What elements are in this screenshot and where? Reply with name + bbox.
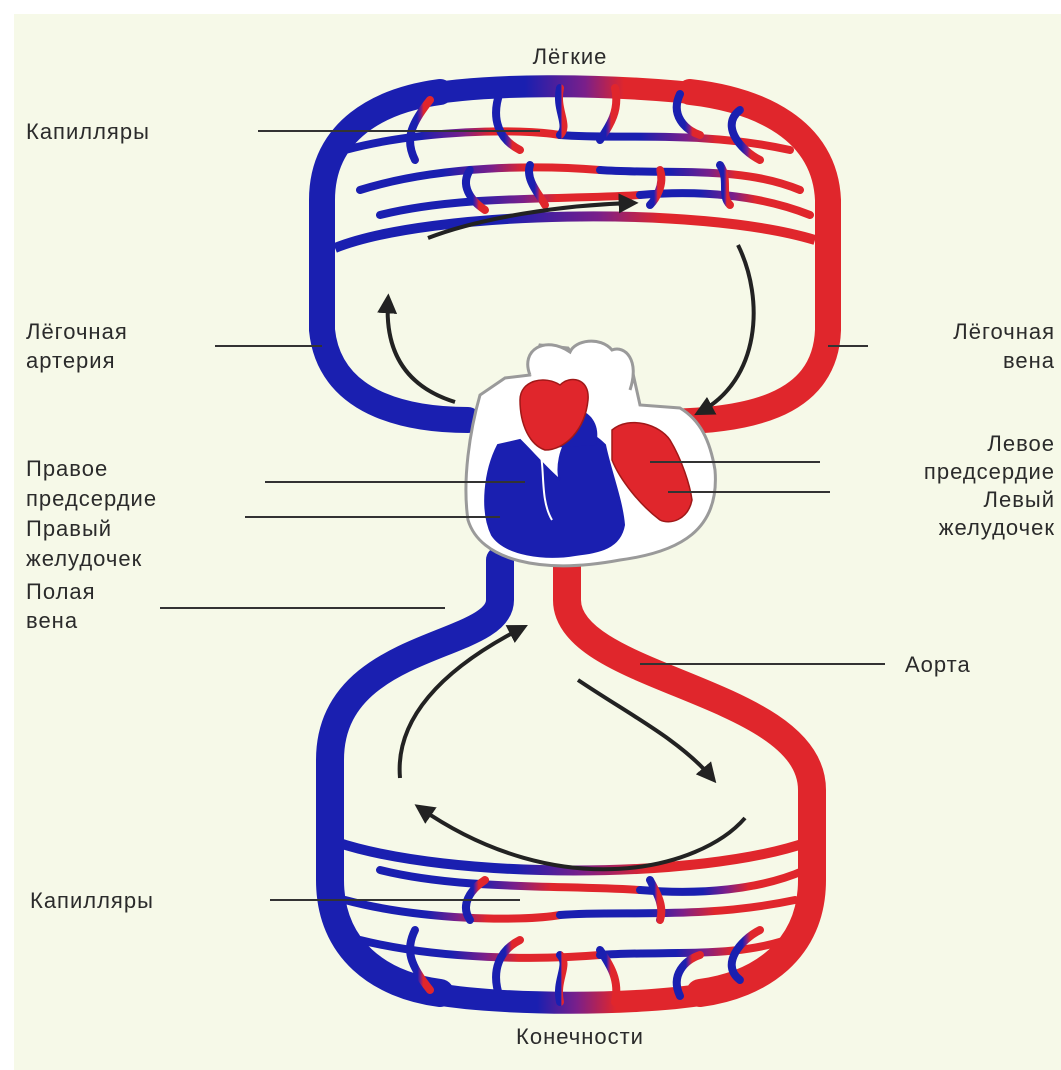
label-right-ventricle-line2: желудочек xyxy=(26,545,142,572)
label-lungs: Лёгкие xyxy=(490,43,650,70)
label-limbs: Конечности xyxy=(460,1023,700,1050)
label-right-ventricle-line1: Правый xyxy=(26,515,112,542)
systemic-capillary-arch xyxy=(430,993,712,1003)
systemic-circuit xyxy=(330,560,812,1003)
heart xyxy=(466,341,715,566)
label-capillaries-bottom: Капилляры xyxy=(30,887,154,914)
label-pulmonary-vein-line1: Лёгочная xyxy=(855,318,1055,345)
label-right-atrium-line2: предсердие xyxy=(26,485,157,512)
aorta-vessel xyxy=(567,560,812,993)
label-capillaries-top: Капилляры xyxy=(26,118,150,145)
label-pulmonary-artery-line2: артерия xyxy=(26,347,116,374)
label-pulmonary-vein-line2: вена xyxy=(855,347,1055,374)
pulmonary-capillary-lower xyxy=(335,216,815,248)
label-pulmonary-artery-line1: Лёгочная xyxy=(26,318,128,345)
label-vena-cava-line1: Полая xyxy=(26,578,96,605)
flow-arrow-pulmonary-right xyxy=(700,245,754,412)
label-left-atrium-line2: предсердие xyxy=(815,458,1055,485)
label-aorta: Аорта xyxy=(905,651,971,678)
label-left-ventricle-line2: желудочек xyxy=(815,514,1055,541)
pulmonary-capillary-arch xyxy=(420,86,720,96)
label-left-atrium-line1: Левое xyxy=(815,430,1055,457)
flow-arrow-pulmonary-left xyxy=(388,300,455,402)
label-left-ventricle-line1: Левый xyxy=(815,486,1055,513)
label-right-atrium-line1: Правое xyxy=(26,455,108,482)
label-vena-cava-line2: вена xyxy=(26,607,78,634)
